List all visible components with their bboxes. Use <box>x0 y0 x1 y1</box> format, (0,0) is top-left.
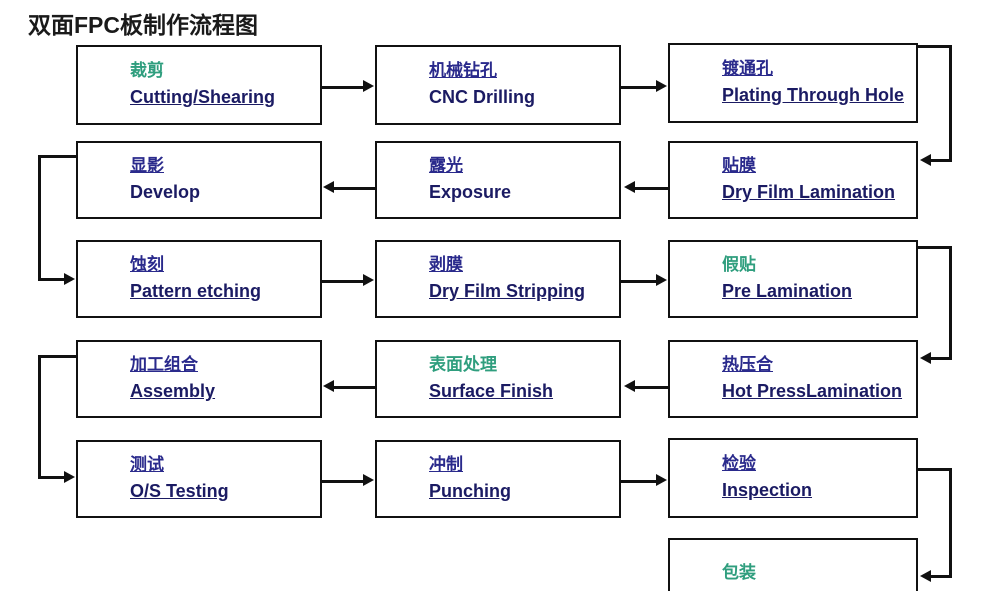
arrowhead-dryfilm-exposure <box>624 181 635 193</box>
node-pattern-etching-en: Pattern etching <box>130 280 262 301</box>
node-punching-en: Punching <box>429 480 511 501</box>
connector-stripping-prelam <box>621 280 657 283</box>
node-plating-cn: 镀通孔 <box>722 59 773 79</box>
node-testing-en: O/S Testing <box>130 480 229 501</box>
connector-develop-wrap-top <box>38 155 76 158</box>
node-dry-film-lamination-en: Dry Film Lamination <box>722 181 896 202</box>
node-develop-cn: 显影 <box>130 156 164 176</box>
node-surface-finish[interactable]: 表面处理 Surface Finish <box>375 340 621 418</box>
connector-etching-stripping <box>322 280 364 283</box>
connector-inspection-wrap-vertical <box>949 468 952 578</box>
node-testing-cn: 测试 <box>130 455 164 475</box>
connector-exposure-develop <box>333 187 375 190</box>
node-drilling[interactable]: 机械钻孔 CNC Drilling <box>375 45 621 125</box>
arrowhead-cutting-drilling <box>363 80 374 92</box>
node-hot-press-lamination-cn: 热压合 <box>722 355 773 375</box>
node-plating[interactable]: 镀通孔 Plating Through Hole <box>668 43 918 123</box>
arrowhead-punching-inspection <box>656 474 667 486</box>
connector-prelam-wrap-bottom <box>931 357 952 360</box>
node-drilling-en: CNC Drilling <box>429 86 535 107</box>
node-dry-film-lamination[interactable]: 贴膜 Dry Film Lamination <box>668 141 918 219</box>
node-pre-lamination-cn: 假贴 <box>722 255 756 275</box>
node-cutting-en: Cutting/Shearing <box>130 86 275 107</box>
node-punching-cn: 冲制 <box>429 455 463 475</box>
connector-plating-wrap-top <box>918 45 952 48</box>
node-cutting[interactable]: 裁剪 Cutting/Shearing <box>76 45 322 125</box>
node-develop-en: Develop <box>130 181 201 202</box>
node-assembly[interactable]: 加工组合 Assembly <box>76 340 322 418</box>
node-pattern-etching-cn: 蚀刻 <box>130 255 164 275</box>
node-surface-finish-cn: 表面处理 <box>429 355 497 375</box>
node-exposure[interactable]: 露光 Exposure <box>375 141 621 219</box>
connector-punching-inspection <box>621 480 657 483</box>
node-develop[interactable]: 显影 Develop <box>76 141 322 219</box>
node-inspection[interactable]: 检验 Inspection <box>668 438 918 518</box>
node-inspection-en: Inspection <box>722 479 813 500</box>
connector-hotpress-surface <box>634 386 668 389</box>
connector-assembly-wrap-vertical <box>38 355 41 479</box>
node-punching[interactable]: 冲制 Punching <box>375 440 621 518</box>
arrowhead-hotpress-surface <box>624 380 635 392</box>
node-packaging-cn: 包装 <box>722 563 756 583</box>
node-pre-lamination[interactable]: 假贴 Pre Lamination <box>668 240 918 318</box>
arrowhead-prelam-hotpress <box>920 352 931 364</box>
connector-drilling-plating <box>621 86 657 89</box>
arrowhead-exposure-develop <box>323 181 334 193</box>
node-hot-press-lamination[interactable]: 热压合 Hot PressLamination <box>668 340 918 418</box>
node-assembly-cn: 加工组合 <box>130 355 198 375</box>
arrowhead-inspection-packaging <box>920 570 931 582</box>
connector-plating-wrap-vertical <box>949 45 952 161</box>
connector-prelam-wrap-top <box>918 246 952 249</box>
connector-develop-wrap-vertical <box>38 155 41 281</box>
connector-testing-punching <box>322 480 364 483</box>
connector-cutting-drilling <box>322 86 364 89</box>
arrowhead-stripping-prelam <box>656 274 667 286</box>
connector-develop-wrap-bottom <box>38 278 65 281</box>
page-title: 双面FPC板制作流程图 <box>28 12 258 38</box>
node-dry-film-stripping-cn: 剥膜 <box>429 255 463 275</box>
connector-plating-wrap-bottom <box>931 159 952 162</box>
node-packaging[interactable]: 包装 <box>668 538 918 591</box>
node-cutting-cn: 裁剪 <box>130 61 164 81</box>
node-exposure-cn: 露光 <box>429 156 463 176</box>
arrowhead-plating-dryfilm <box>920 154 931 166</box>
node-surface-finish-en: Surface Finish <box>429 380 554 401</box>
node-exposure-en: Exposure <box>429 181 512 202</box>
connector-surface-assembly <box>333 386 375 389</box>
arrowhead-develop-etching <box>64 273 75 285</box>
connector-inspection-wrap-bottom <box>931 575 952 578</box>
node-plating-en: Plating Through Hole <box>722 84 904 105</box>
node-testing[interactable]: 测试 O/S Testing <box>76 440 322 518</box>
node-pattern-etching[interactable]: 蚀刻 Pattern etching <box>76 240 322 318</box>
node-drilling-cn: 机械钻孔 <box>429 61 497 81</box>
node-dry-film-stripping-en: Dry Film Stripping <box>429 280 586 301</box>
node-assembly-en: Assembly <box>130 380 216 401</box>
node-inspection-cn: 检验 <box>722 454 756 474</box>
connector-dryfilm-exposure <box>634 187 668 190</box>
connector-prelam-wrap-vertical <box>949 246 952 360</box>
node-dry-film-lamination-cn: 贴膜 <box>722 156 756 176</box>
arrowhead-drilling-plating <box>656 80 667 92</box>
connector-assembly-wrap-bottom <box>38 476 65 479</box>
node-dry-film-stripping[interactable]: 剥膜 Dry Film Stripping <box>375 240 621 318</box>
arrowhead-assembly-testing <box>64 471 75 483</box>
connector-inspection-wrap-top <box>918 468 952 471</box>
arrowhead-surface-assembly <box>323 380 334 392</box>
arrowhead-testing-punching <box>363 474 374 486</box>
arrowhead-etching-stripping <box>363 274 374 286</box>
connector-assembly-wrap-top <box>38 355 76 358</box>
node-pre-lamination-en: Pre Lamination <box>722 280 853 301</box>
node-hot-press-lamination-en: Hot PressLamination <box>722 380 903 401</box>
